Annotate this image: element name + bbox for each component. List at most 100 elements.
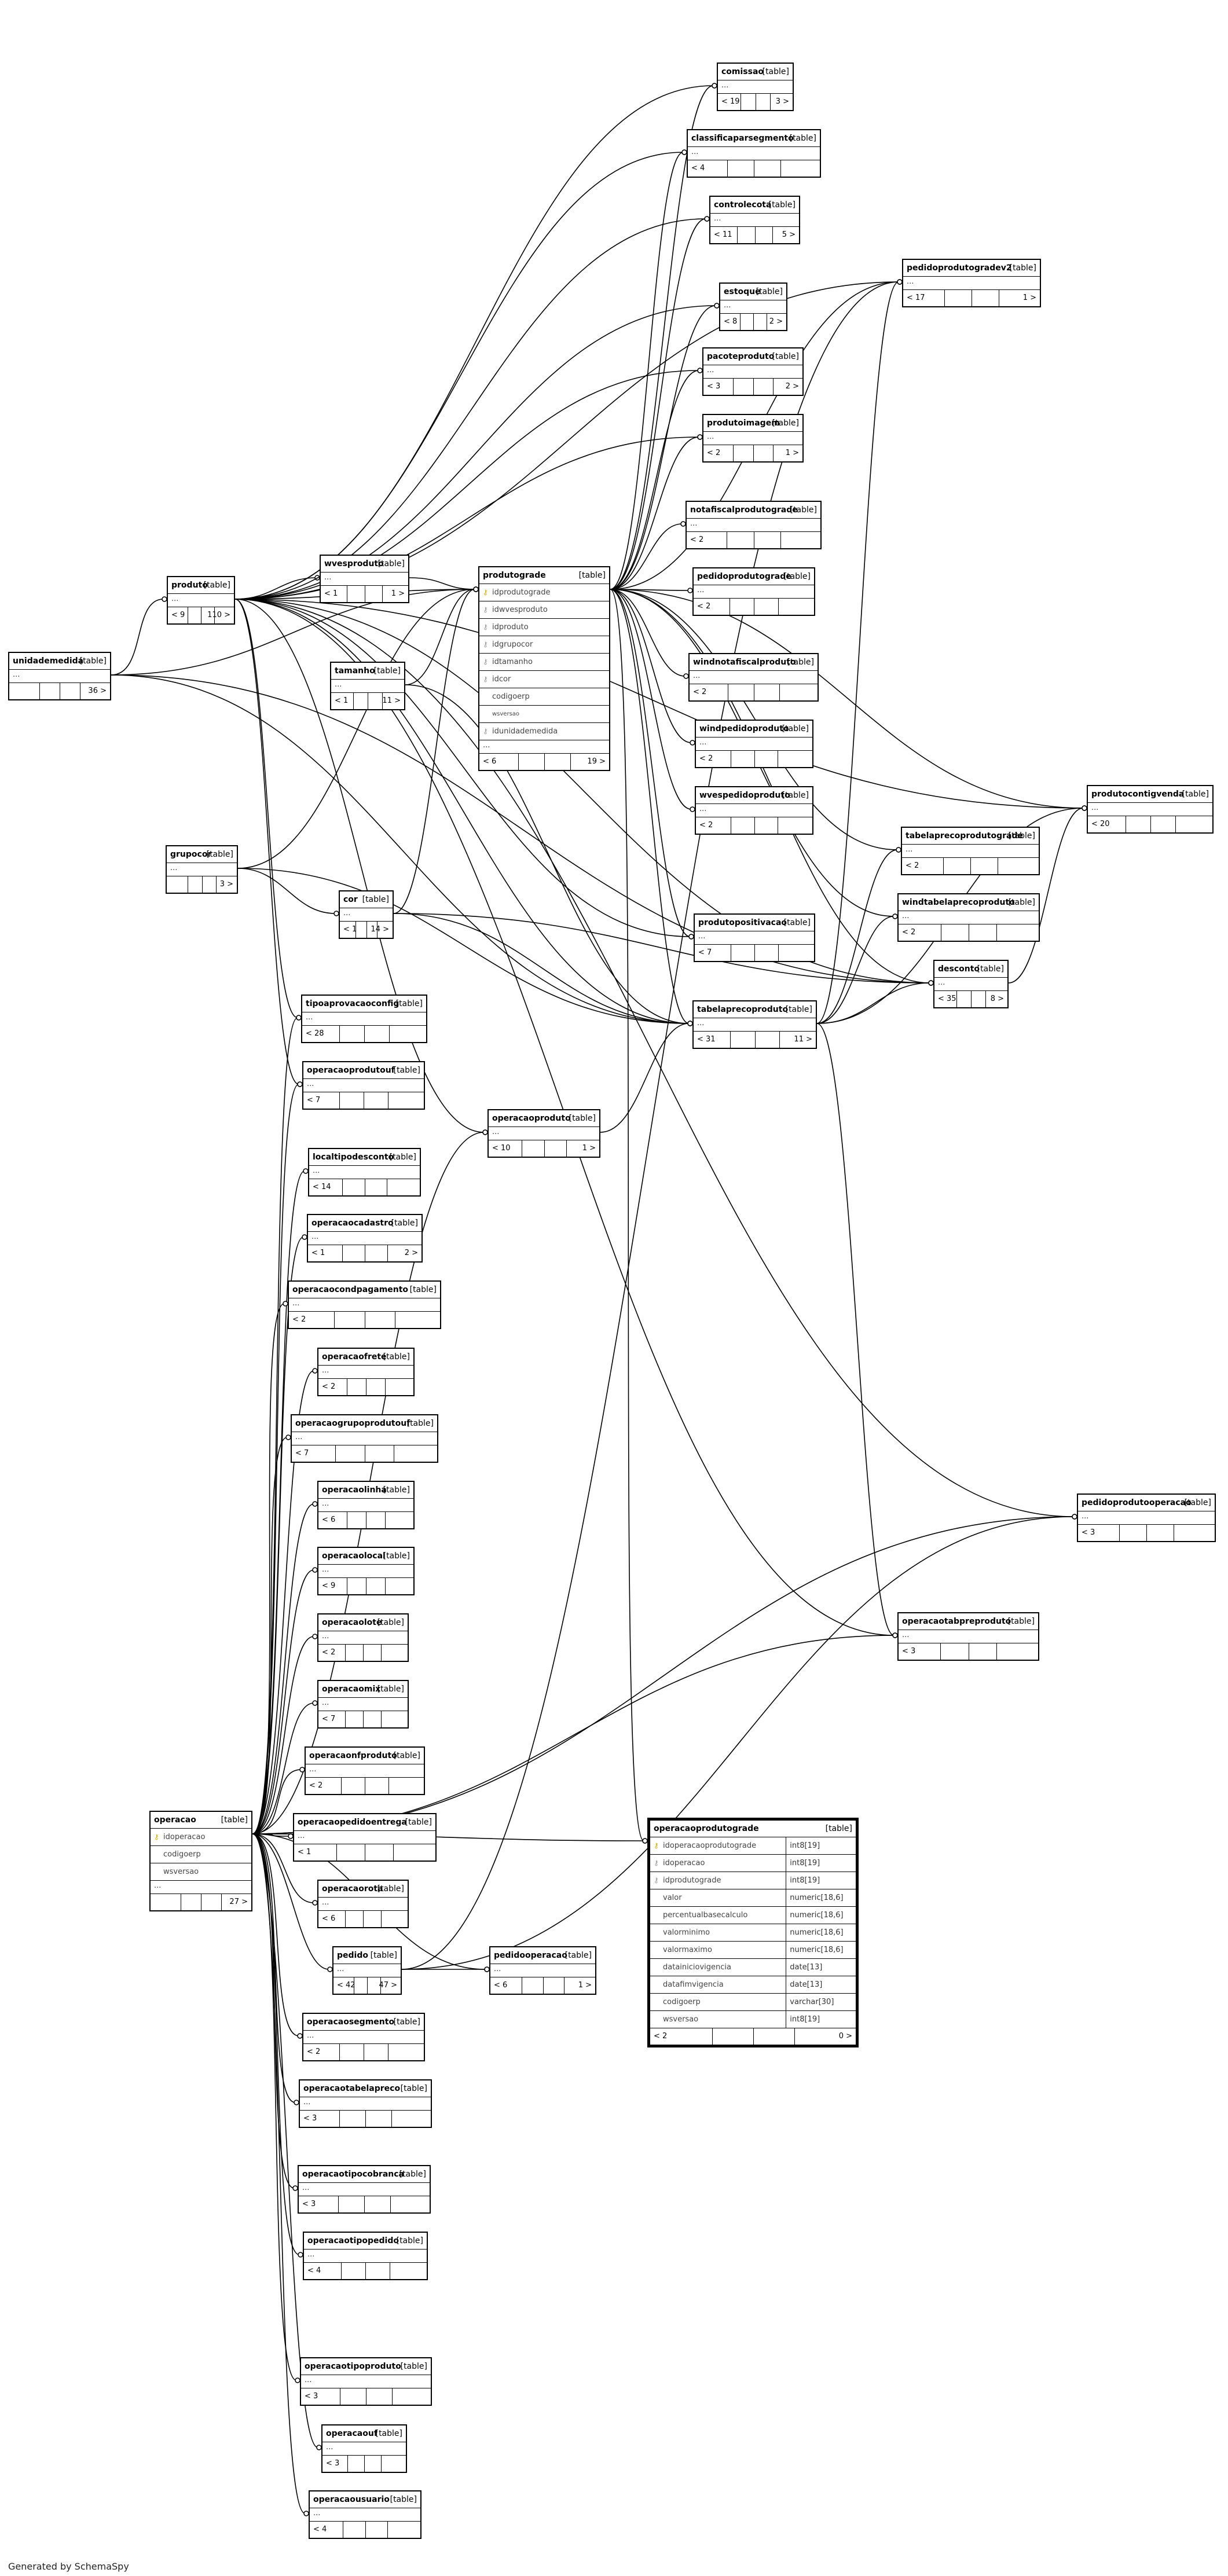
table-operacaocondpagamento[interactable]: operacaocondpagamento[table]...< 2	[288, 1280, 441, 1329]
table-name[interactable]: produtograde	[483, 571, 546, 580]
table-windpedidoproduto[interactable]: windpedidoproduto[table]...< 2	[695, 720, 813, 768]
table-pedidoprodutooperacao[interactable]: pedidoprodutooperacao[table]...< 3	[1077, 1494, 1216, 1542]
table-name[interactable]: wvespedidoproduto	[699, 791, 790, 800]
table-name[interactable]: operacaouf	[326, 2429, 377, 2438]
table-pedidoprodutograde[interactable]: pedidoprodutograde[table]...< 2	[692, 567, 815, 616]
table-name[interactable]: operacaocadastro	[311, 1219, 394, 1228]
table-operacaofrete[interactable]: operacaofrete[table]...< 2	[317, 1348, 415, 1396]
table-classificaparsegmento[interactable]: classificaparsegmento[table]...< 4	[687, 129, 821, 178]
table-name[interactable]: operacaopedidoentrega	[298, 1818, 407, 1827]
table-operacaolocal[interactable]: operacaolocal[table]...< 9	[317, 1547, 415, 1595]
table-name[interactable]: notafiscalprodutograde	[690, 505, 798, 515]
table-name[interactable]: operacaousuario	[313, 2495, 390, 2504]
table-operacaotipopedido[interactable]: operacaotipopedido[table]...< 4	[303, 2232, 428, 2280]
table-name[interactable]: operacaonfproduto	[309, 1751, 397, 1760]
table-name[interactable]: windpedidoproduto	[699, 724, 789, 733]
table-windtabelaprecoproduto[interactable]: windtabelaprecoproduto[table]...< 2	[897, 893, 1040, 942]
table-name[interactable]: operacao	[154, 1815, 196, 1825]
table-operacaolote[interactable]: operacaolote[table]...< 2	[317, 1613, 409, 1662]
table-operacaosegmento[interactable]: operacaosegmento[table]...< 2	[302, 2013, 425, 2061]
table-operacaouf[interactable]: operacaouf[table]...< 3	[321, 2424, 407, 2473]
table-name[interactable]: desconto	[938, 964, 980, 974]
table-operacaotabpreproduto[interactable]: operacaotabpreproduto[table]...< 3	[897, 1612, 1039, 1661]
table-produtocontigvenda[interactable]: produtocontigvenda[table]...< 20	[1087, 785, 1214, 834]
table-produtograde[interactable]: produtograde[table]⚷idprodutograde⚷idwve…	[478, 566, 610, 771]
table-name[interactable]: produto	[171, 581, 208, 590]
table-operacaousuario[interactable]: operacaousuario[table]...< 4	[309, 2490, 421, 2539]
table-windnotafiscalproduto[interactable]: windnotafiscalproduto[table]...< 2	[688, 653, 819, 702]
table-name[interactable]: operacaoprodutouf	[307, 1066, 395, 1075]
table-name[interactable]: cor	[343, 895, 358, 904]
table-operacaoprodutouf[interactable]: operacaoprodutouf[table]...< 7	[302, 1061, 425, 1110]
table-operacaogrupoprodutouf[interactable]: operacaogrupoprodutouf[table]...< 7	[291, 1414, 438, 1463]
table-notafiscalprodutograde[interactable]: notafiscalprodutograde[table]...< 2	[686, 501, 822, 549]
table-name[interactable]: operacaocondpagamento	[292, 1285, 409, 1294]
table-name[interactable]: pedido	[337, 1951, 368, 1960]
table-operacaolinha[interactable]: operacaolinha[table]...< 6	[317, 1481, 415, 1529]
table-name[interactable]: operacaosegmento	[307, 2017, 395, 2027]
table-name[interactable]: operacaoprodutograde	[654, 1824, 759, 1833]
table-operacaonfproduto[interactable]: operacaonfproduto[table]...< 2	[305, 1746, 425, 1795]
table-name[interactable]: operacaogrupoprodutouf	[295, 1419, 410, 1428]
table-operacaorota[interactable]: operacaorota[table]...< 6	[317, 1880, 409, 1928]
table-name[interactable]: unidademedida	[13, 656, 84, 666]
table-operacaotabelapreco[interactable]: operacaotabelapreco[table]...< 3	[299, 2079, 432, 2128]
table-name[interactable]: produtoimagem	[707, 419, 780, 428]
table-operacaopedidoentrega[interactable]: operacaopedidoentrega[table]...< 1	[293, 1813, 437, 1862]
table-localtipodesconto[interactable]: localtipodesconto[table]...< 14	[308, 1148, 421, 1197]
table-name[interactable]: comissao	[721, 67, 764, 76]
table-name[interactable]: operacaomix	[322, 1685, 381, 1694]
table-name[interactable]: operacaolote	[322, 1618, 382, 1627]
table-name[interactable]: tabelaprecoproduto	[697, 1005, 789, 1014]
table-name[interactable]: tabelaprecoprodutograde	[906, 831, 1023, 841]
table-wvespedidoproduto[interactable]: wvespedidoproduto[table]...< 2	[695, 786, 813, 835]
table-name[interactable]: windtabelaprecoproduto	[902, 898, 1015, 907]
table-operacaotipocobranca[interactable]: operacaotipocobranca[table]...< 3	[298, 2165, 431, 2214]
table-unidademedida[interactable]: unidademedida[table]...36 >	[8, 652, 111, 700]
table-name[interactable]: operacaoproduto	[492, 1114, 571, 1123]
table-name[interactable]: tipoaprovacaoconfig	[306, 999, 399, 1008]
table-name[interactable]: produtocontigvenda	[1091, 790, 1185, 799]
table-produtopositivacao[interactable]: produtopositivacao[table]...< 7	[694, 913, 815, 962]
table-name[interactable]: pacoteproduto	[707, 352, 775, 361]
table-name[interactable]: pedidoprodutogradev2	[907, 263, 1012, 273]
table-name[interactable]: operacaolinha	[322, 1485, 387, 1495]
table-name[interactable]: produtopositivacao	[698, 918, 787, 927]
table-grupocor[interactable]: grupocor[table]...3 >	[166, 845, 238, 894]
table-name[interactable]: pedidoprodutograde	[697, 572, 791, 581]
table-name[interactable]: operacaotipopedido	[307, 2236, 399, 2245]
table-name[interactable]: wvesproduto	[324, 559, 384, 568]
table-name[interactable]: tamanho	[335, 666, 375, 676]
table-name[interactable]: operacaotabpreproduto	[902, 1617, 1011, 1626]
table-name[interactable]: classificaparsegmento	[691, 134, 794, 143]
table-tabelaprecoprodutograde[interactable]: tabelaprecoprodutograde[table]...< 2	[901, 827, 1040, 875]
table-name[interactable]: pedidoprodutooperacao	[1082, 1498, 1192, 1507]
table-operacaomix[interactable]: operacaomix[table]...< 7	[317, 1680, 409, 1729]
table-name[interactable]: operacaotabelapreco	[303, 2084, 401, 2093]
table-operacaotipoproduto[interactable]: operacaotipoproduto[table]...< 3	[300, 2357, 432, 2406]
table-name[interactable]: localtipodesconto	[313, 1153, 394, 1162]
table-name[interactable]: operacaotipoproduto	[305, 2362, 401, 2371]
table-name[interactable]: pedidooperacao	[494, 1951, 567, 1960]
table-name[interactable]: operacaolocal	[322, 1551, 386, 1561]
table-name[interactable]: windnotafiscalproduto	[693, 658, 796, 667]
table-name[interactable]: grupocor	[170, 850, 212, 859]
table-name[interactable]: operacaofrete	[322, 1352, 387, 1362]
table-tipoaprovacaoconfig[interactable]: tipoaprovacaoconfig[table]...< 28	[301, 995, 427, 1043]
table-name[interactable]: controlecota	[714, 200, 772, 210]
table-operacaoprodutograde[interactable]: operacaoprodutograde[table]⚷idoperacaopr…	[647, 1818, 859, 2047]
